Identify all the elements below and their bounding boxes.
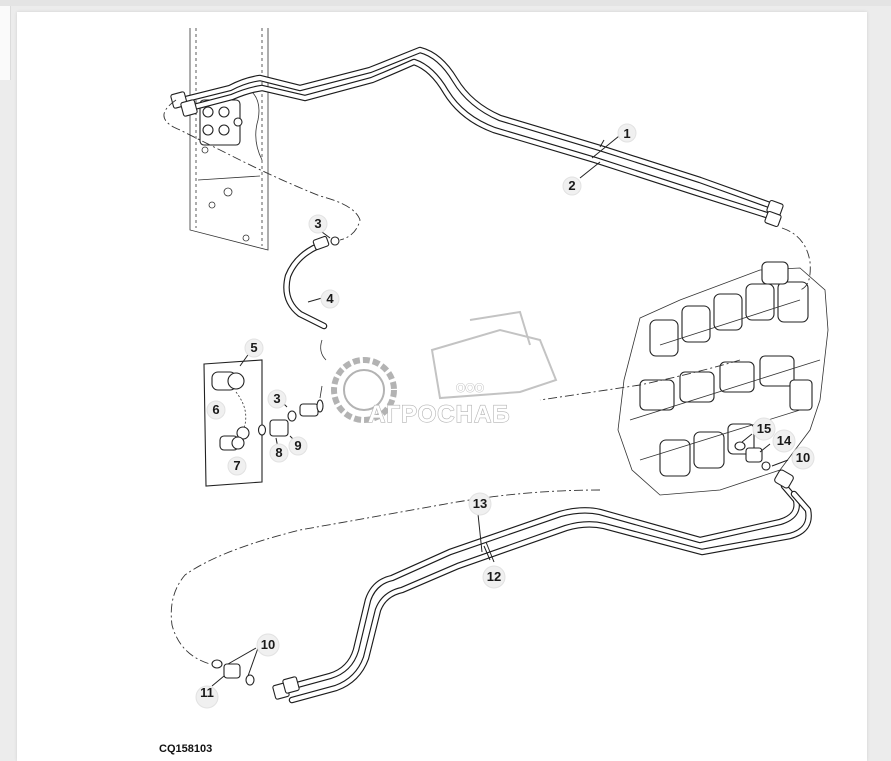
agrosnab-watermark: ООО АГРОСНАБ	[331, 310, 558, 429]
routing-lines	[163, 99, 811, 665]
svg-text:11: 11	[200, 685, 214, 700]
svg-text:3: 3	[273, 391, 280, 406]
callout-10b: 10	[256, 633, 280, 657]
coupler-detail-box	[203, 351, 263, 487]
left-gutter	[0, 6, 11, 80]
control-valve-block	[617, 261, 829, 496]
callout-11: 11	[195, 685, 219, 709]
callout-15: 15	[752, 417, 776, 441]
svg-text:14: 14	[777, 433, 792, 448]
svg-text:10: 10	[261, 637, 275, 652]
top-bar	[0, 0, 891, 6]
callout-3b: 3	[267, 389, 287, 409]
svg-text:2: 2	[568, 178, 575, 193]
callout-6: 6	[206, 400, 226, 420]
right-fittings	[734, 433, 789, 471]
callout-12: 12	[482, 565, 506, 589]
fitting-row	[257, 385, 324, 449]
svg-text:4: 4	[326, 291, 334, 306]
watermark-line1: ООО	[456, 381, 484, 395]
callout-3a: 3	[308, 214, 328, 234]
mounting-plate	[189, 28, 269, 251]
callout-1: 1	[617, 123, 637, 143]
callout-4: 4	[320, 289, 340, 309]
callout-7: 7	[227, 456, 247, 476]
lower-left-fittings	[211, 647, 259, 687]
svg-text:6: 6	[212, 402, 219, 417]
svg-text:7: 7	[233, 458, 240, 473]
callout-10a: 10	[791, 446, 815, 470]
hose-assembly	[283, 231, 340, 361]
lower-pipe-pair	[272, 469, 812, 704]
svg-text:1: 1	[623, 126, 630, 141]
watermark-line2: АГРОСНАБ	[368, 401, 511, 428]
svg-text:8: 8	[275, 445, 282, 460]
svg-text:3: 3	[314, 216, 321, 231]
svg-text:9: 9	[294, 438, 301, 453]
svg-text:15: 15	[757, 421, 771, 436]
svg-text:10: 10	[796, 450, 810, 465]
callout-9: 9	[288, 436, 308, 456]
callout-13: 13	[468, 492, 492, 516]
upper-pipe-pair	[170, 46, 784, 228]
callout-14: 14	[772, 429, 796, 453]
figure-code: CQ158103	[159, 743, 212, 755]
svg-text:12: 12	[487, 569, 501, 584]
callout-2: 2	[562, 176, 582, 196]
svg-text:13: 13	[473, 496, 487, 511]
callout-8: 8	[269, 443, 289, 463]
svg-text:5: 5	[250, 340, 257, 355]
callout-5: 5	[244, 338, 264, 358]
